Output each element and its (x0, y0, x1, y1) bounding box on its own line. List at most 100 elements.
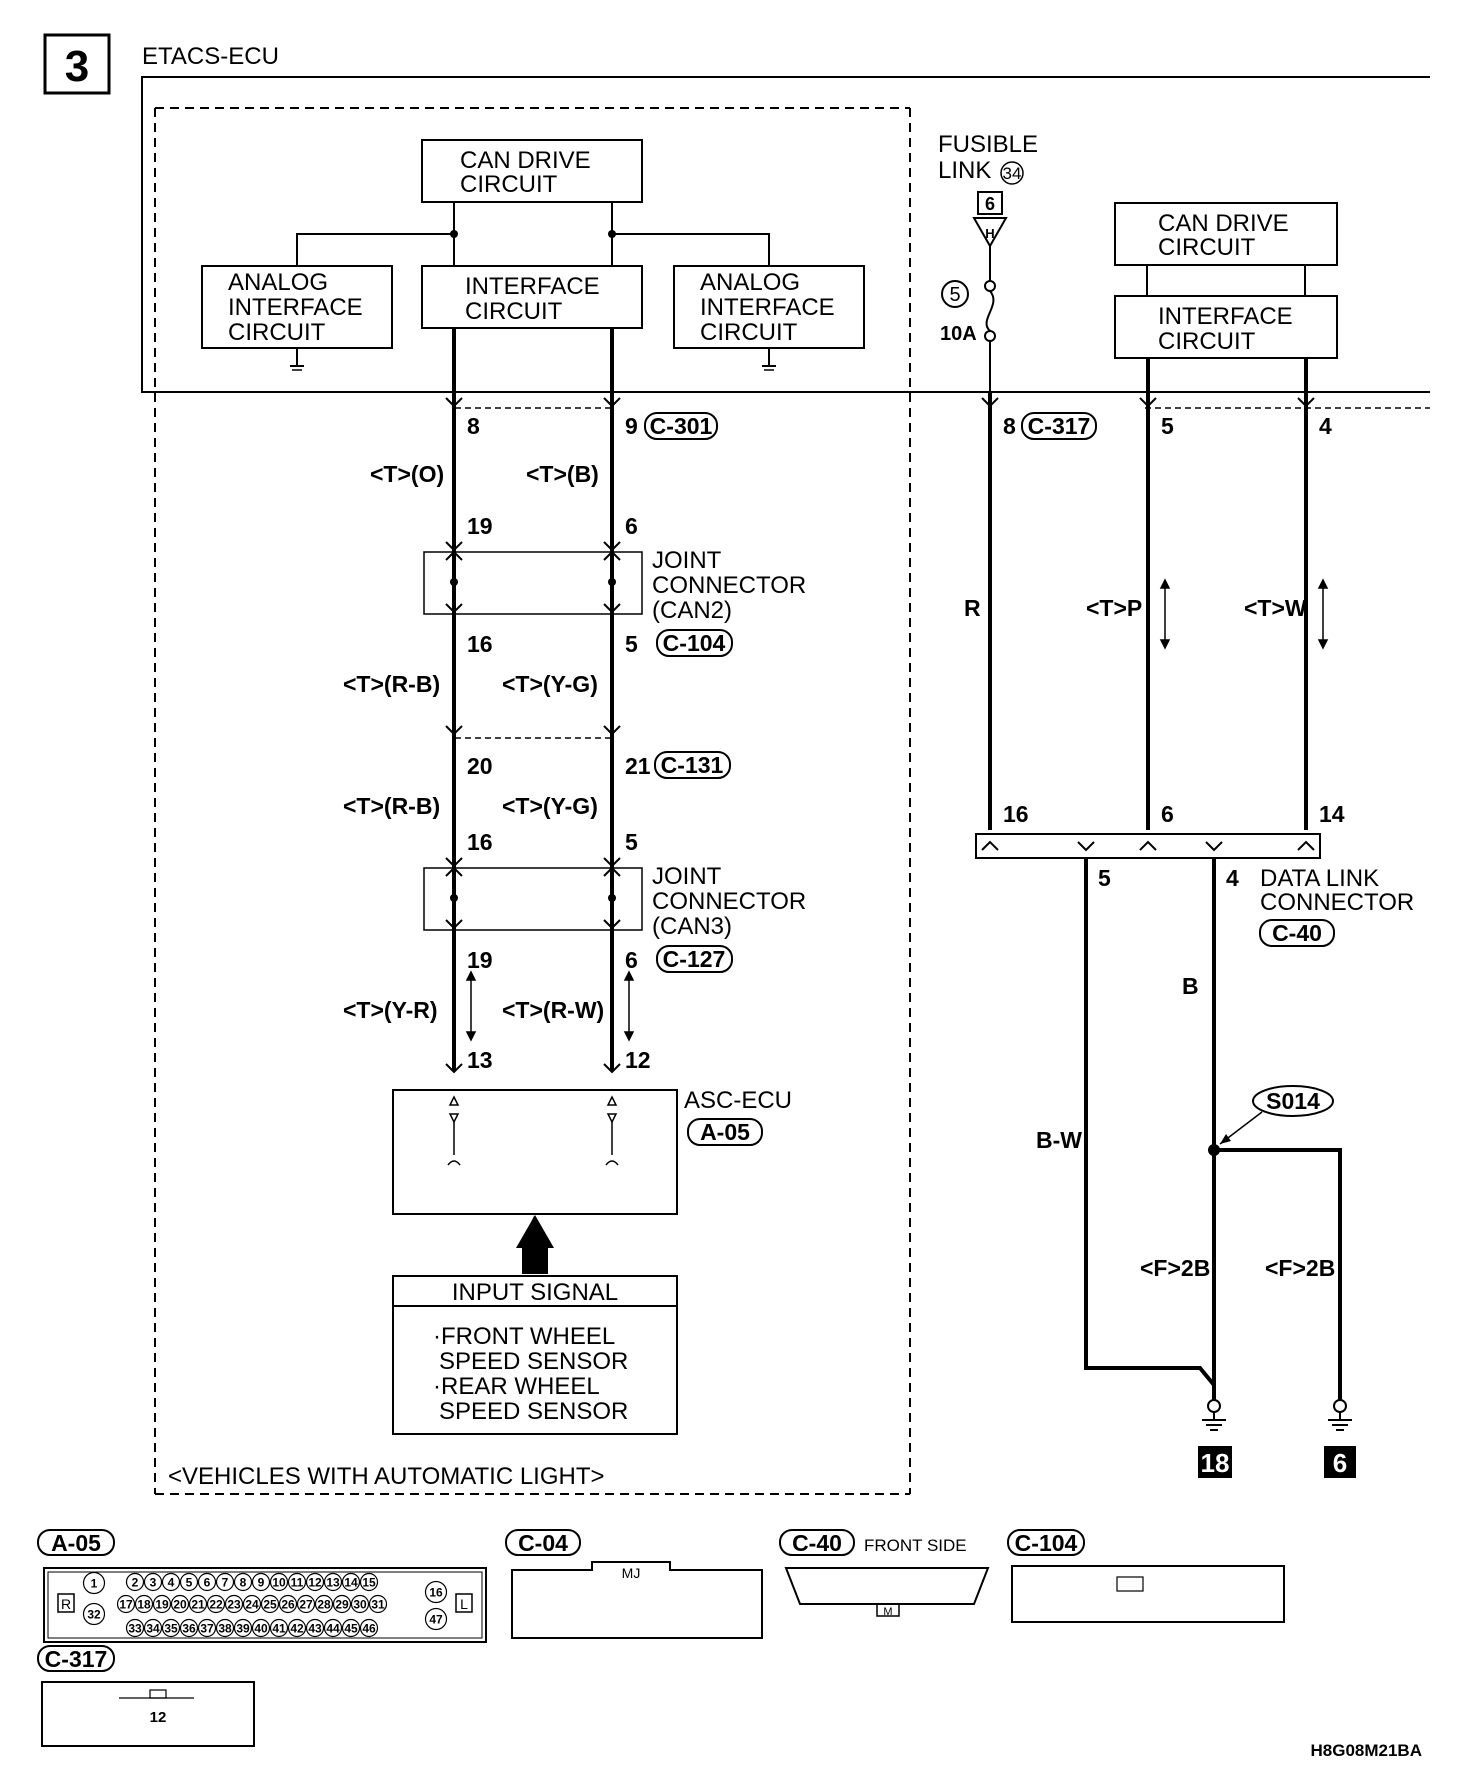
c317_face.bot_left-pin: 8 (52, 0, 60, 4)
svg-text:R: R (61, 1596, 71, 1612)
a05-cavity (82, 1571, 106, 1595)
a05-pin: 7 (222, 1576, 229, 1590)
c04_face.top-pin: 2 (543, 0, 551, 4)
a05-cavity (224, 1594, 244, 1614)
c04_face.bot-pin: 22 (702, 0, 719, 4)
svg-text:<T>(O): <T>(O) (370, 461, 444, 487)
c104_face.top-pin: 6 (1155, 0, 1163, 4)
a05-cavity (424, 1580, 448, 1604)
splice-s014 (1208, 1144, 1220, 1156)
a05-pin: 22 (209, 1598, 223, 1612)
a05-cavity (215, 1572, 235, 1592)
svg-text:CIRCUIT: CIRCUIT (1158, 234, 1256, 261)
a05-pin: 16 (429, 1586, 443, 1600)
svg-text:R: R (964, 595, 981, 621)
connector-c131: C-131 (661, 752, 724, 778)
a05-pin: 44 (326, 1622, 340, 1636)
c104_face.bot-pin: 14 (1058, 0, 1075, 4)
a05-pin: 30 (353, 1598, 367, 1612)
c04_face.bot-pin: 17 (600, 0, 617, 4)
a05-cavity (323, 1618, 343, 1638)
a05-cavity (314, 1594, 334, 1614)
svg-text:14: 14 (1319, 801, 1345, 827)
c317_face.bot_right-pin: 14 (213, 0, 230, 4)
face-label-c04: C-04 (518, 1530, 568, 1556)
c40_face.bot-pin: 16 (945, 0, 962, 4)
a05-pin: 41 (272, 1622, 286, 1636)
c40_face.bot-pin: 11 (851, 0, 867, 4)
svg-text:<T>(Y-G): <T>(Y-G) (502, 671, 598, 697)
svg-text:5: 5 (1161, 413, 1174, 439)
c40_face.top-pin: 4 (877, 0, 886, 4)
svg-text:ANALOG: ANALOG (700, 269, 800, 296)
a05-pin: 47 (429, 1613, 443, 1627)
a05-pin: 43 (308, 1622, 322, 1636)
svg-text:16: 16 (467, 829, 493, 855)
c104_face.bot-pin: 12 (1019, 0, 1036, 4)
svg-text:20: 20 (467, 753, 493, 779)
ground-6 (1324, 1446, 1356, 1478)
svg-text:INTERFACE: INTERFACE (700, 294, 835, 321)
a05-cavity (287, 1618, 307, 1638)
a05-pin: 1 (91, 1577, 98, 1591)
svg-text:(CAN3): (CAN3) (652, 913, 732, 940)
a05-cavity (152, 1594, 172, 1614)
a05-cavity (170, 1594, 190, 1614)
face-label-a05: A-05 (51, 1530, 101, 1556)
svg-text:13: 13 (467, 1047, 493, 1073)
svg-text:L: L (460, 1596, 468, 1612)
a05-pin: 19 (155, 1598, 169, 1612)
svg-text:19: 19 (467, 513, 493, 539)
c04_face.bot-pin: 16 (579, 0, 596, 4)
svg-text:6: 6 (1161, 801, 1174, 827)
a05-pin: 5 (186, 1576, 193, 1590)
svg-text:16: 16 (1003, 801, 1029, 827)
svg-text:INTERFACE: INTERFACE (228, 294, 363, 321)
a05-pin: 21 (191, 1598, 205, 1612)
connector-c301: C-301 (650, 413, 713, 439)
a05-cavity (269, 1572, 289, 1592)
a05-pin: 37 (200, 1622, 214, 1636)
svg-text:SPEED SENSOR: SPEED SENSOR (439, 1348, 628, 1375)
data-link-connector (975, 833, 1321, 859)
a05-pin: 23 (227, 1598, 241, 1612)
c317_face.top_left-pin: 3 (88, 0, 96, 4)
a05-cavity (134, 1594, 154, 1614)
c104_face.bot-pin: 20 (1175, 0, 1192, 4)
c04_face.bot-pin: 19 (641, 0, 658, 4)
c317_face.bot_right-pin: 13 (195, 0, 212, 4)
a05-pin: 9 (258, 1576, 265, 1590)
c04_face.top-pin: 3 (563, 0, 571, 4)
a05-pin: 29 (335, 1598, 349, 1612)
a05-pin: 40 (254, 1622, 268, 1636)
a05-cavity (233, 1618, 253, 1638)
a05-pin: 35 (164, 1622, 178, 1636)
a05-pin: 4 (168, 1576, 175, 1590)
can-drive-circuit-left (421, 139, 643, 203)
fusible-link-label: FUSIBLE (938, 131, 1038, 158)
c317_face.top_right-pin: 7 (235, 0, 243, 4)
asc-ecu-box (392, 1089, 678, 1215)
svg-text:B-W: B-W (1036, 1127, 1082, 1153)
a05-pin: 18 (137, 1598, 151, 1612)
a05-pin: 8 (240, 1576, 247, 1590)
svg-text:CONNECTOR: CONNECTOR (1260, 889, 1414, 916)
c04_face.top-pin: 11 (723, 0, 739, 4)
a05-pin: 11 (291, 1576, 304, 1590)
c04_face.top-pin: 9 (686, 0, 694, 4)
c04_face.bot-pin: 24 (743, 0, 760, 4)
face-label-c317: C-317 (45, 1646, 108, 1672)
c40_face.top-pin: 3 (858, 0, 866, 4)
vehicles-note: <VEHICLES WITH AUTOMATIC LIGHT> (168, 1463, 605, 1490)
a05-cavity (341, 1572, 361, 1592)
c104_face.top-pin: 7 (1174, 0, 1182, 4)
c104_face.top-pin: 8 (1193, 0, 1201, 4)
a05-cavity (332, 1594, 352, 1614)
c104_face.top-pin: 9 (1212, 0, 1220, 4)
a05-cavity (125, 1618, 145, 1638)
svg-text:<T>(Y-R): <T>(Y-R) (343, 997, 438, 1023)
c04_face.top-pin: 8 (666, 0, 674, 4)
svg-text:<T>(R-B): <T>(R-B) (343, 671, 440, 697)
c104_face.bot-pin: 22 (1214, 0, 1231, 4)
